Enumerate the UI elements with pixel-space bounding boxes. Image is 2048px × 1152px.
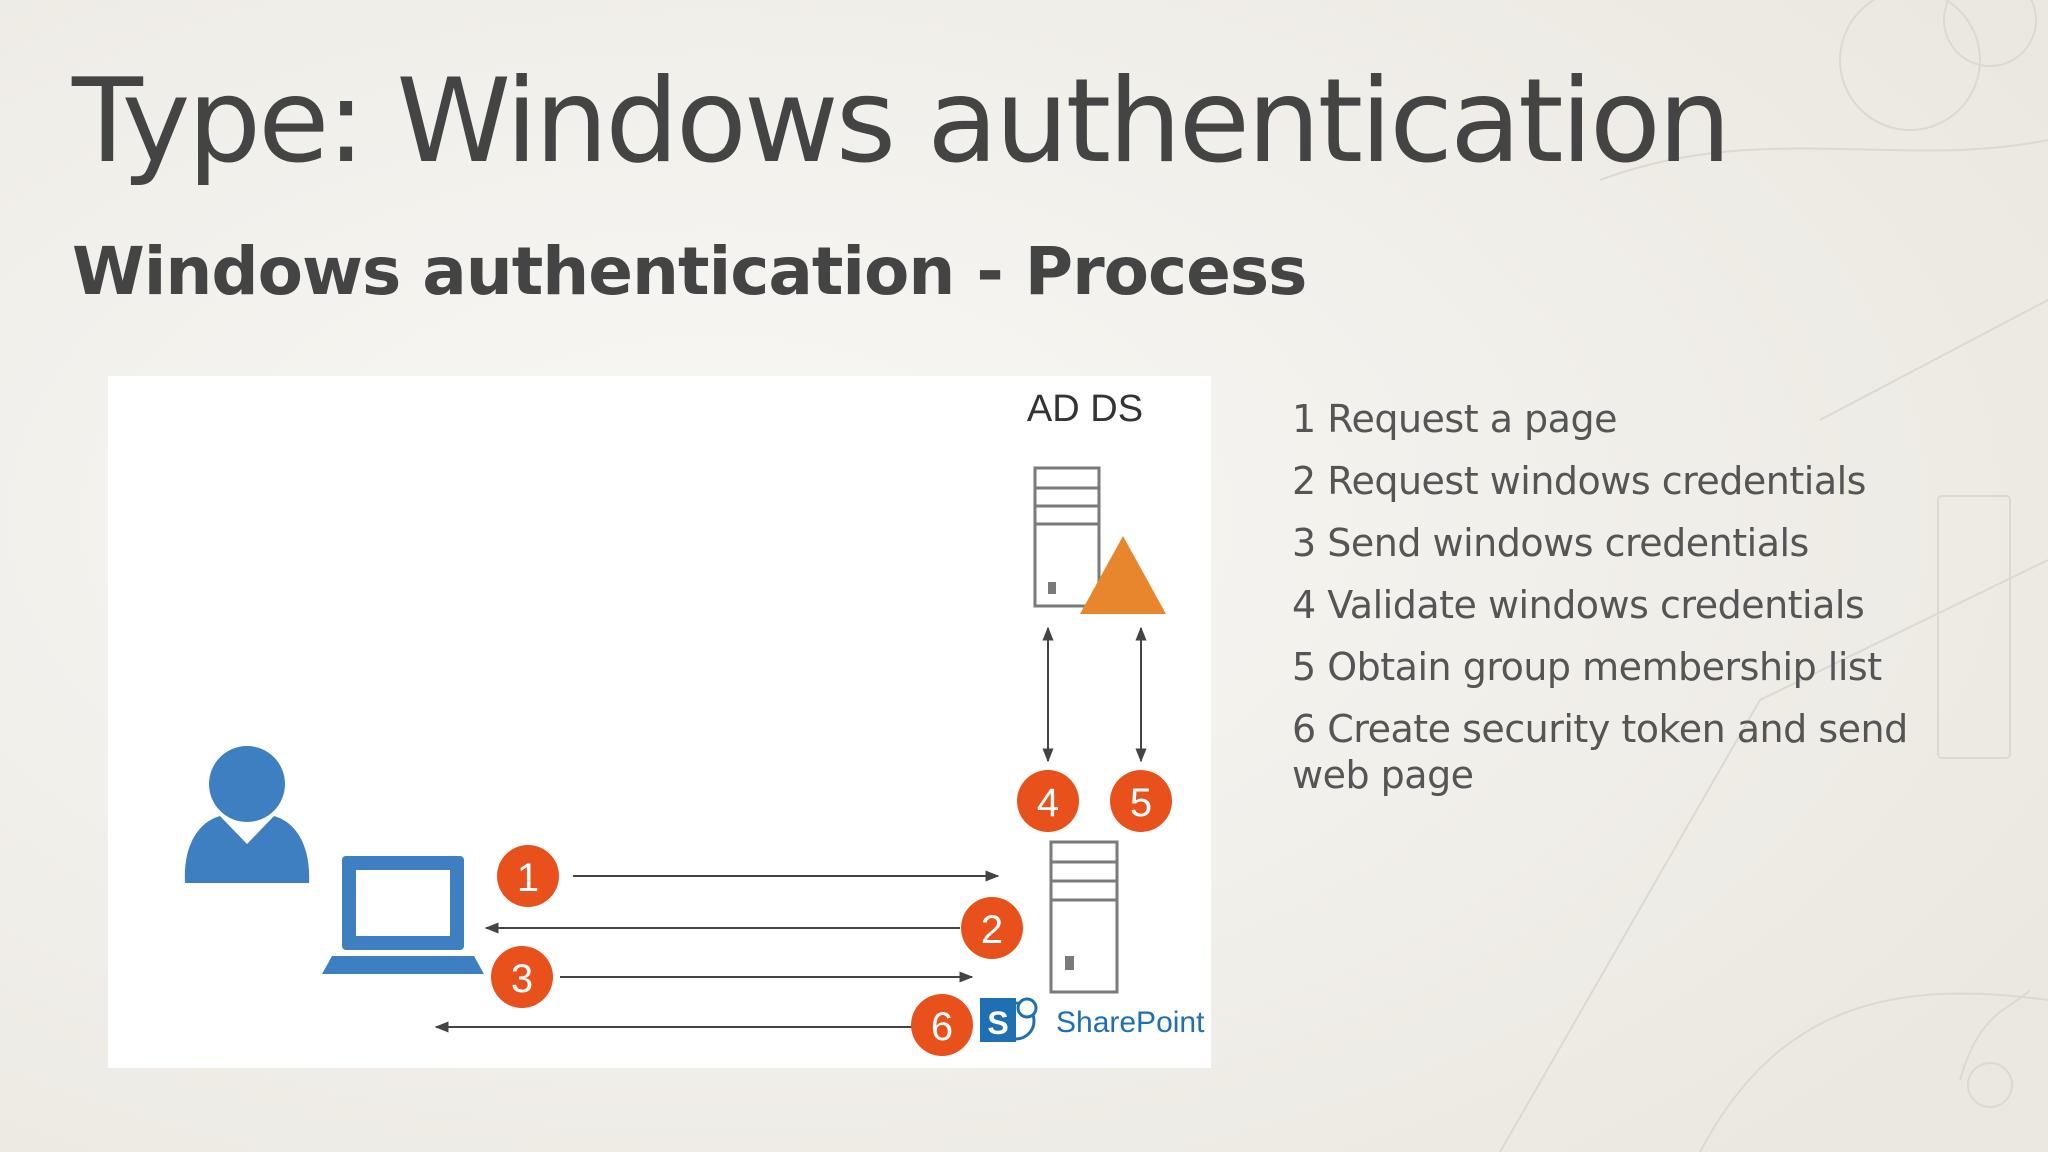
svg-text:S: S — [987, 1005, 1008, 1041]
diagram-panel: AD DS 4 5 — [108, 376, 1211, 1068]
svg-text:4: 4 — [1037, 781, 1059, 825]
step-2: 2 Request windows credentials — [1292, 459, 1866, 503]
sharepoint-label: SharePoint — [1056, 1006, 1205, 1039]
step-6: 6 Create security token and send web pag… — [1292, 707, 1908, 797]
badge-2: 2 — [961, 897, 1023, 959]
svg-text:3: 3 — [511, 957, 533, 1001]
svg-text:1: 1 — [517, 856, 539, 900]
badge-1: 1 — [497, 845, 559, 907]
svg-text:5: 5 — [1130, 781, 1152, 825]
svg-text:6: 6 — [931, 1005, 953, 1049]
badge-6: 6 — [911, 994, 973, 1056]
badge-3: 3 — [491, 946, 553, 1008]
svg-text:2: 2 — [981, 908, 1003, 952]
auth-flow-diagram: AD DS 4 5 — [184, 388, 1205, 1056]
warning-triangle-icon — [1080, 536, 1166, 614]
ad-server-icon — [1033, 466, 1101, 608]
steps-list: 1 Request a page 2 Request windows crede… — [1292, 396, 1992, 814]
ad-ds-label: AD DS — [1027, 388, 1143, 430]
badge-5: 5 — [1110, 770, 1172, 832]
laptop-icon — [322, 856, 484, 974]
web-server-icon — [1049, 840, 1119, 994]
page-title: Type: Windows authentication — [72, 54, 1731, 189]
step-4: 4 Validate windows credentials — [1292, 583, 1865, 627]
step-3: 3 Send windows credentials — [1292, 521, 1809, 565]
user-icon — [184, 746, 310, 883]
page-subtitle: Windows authentication - Process — [72, 233, 1307, 310]
badge-4: 4 — [1017, 770, 1079, 832]
sharepoint-logo-icon: S — [980, 997, 1038, 1042]
step-5: 5 Obtain group membership list — [1292, 645, 1882, 689]
step-1: 1 Request a page — [1292, 397, 1617, 441]
